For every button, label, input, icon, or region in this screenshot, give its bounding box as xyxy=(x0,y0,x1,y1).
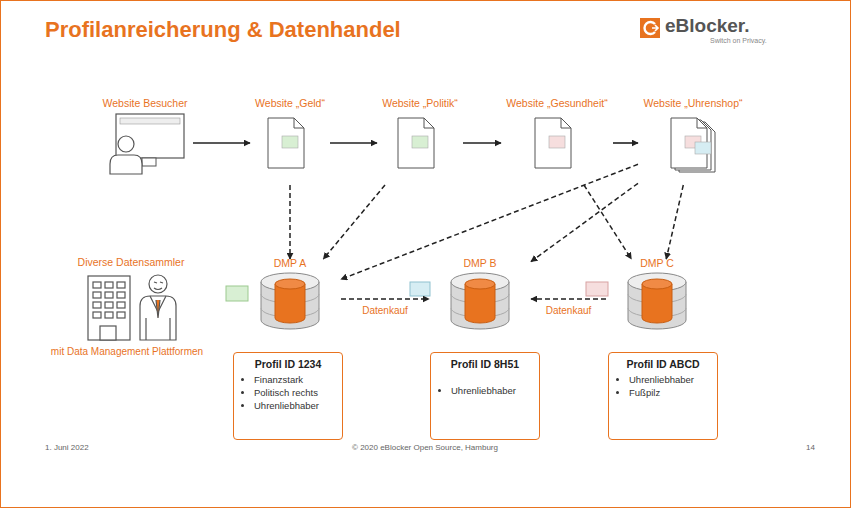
page-number: 14 xyxy=(806,443,815,452)
node-label: DMP B xyxy=(430,256,530,270)
database-icon xyxy=(622,270,692,334)
data-flow-arrow xyxy=(666,185,683,259)
node-label: Website „Gesundheit“ xyxy=(502,96,612,110)
edge-label: Datenkauf xyxy=(360,305,410,316)
data-flow-arrow xyxy=(341,164,638,279)
profile-attribute: Uhrenliebhaber xyxy=(254,399,336,412)
website-icon xyxy=(390,110,450,176)
profile-attribute: Finanzstark xyxy=(254,373,336,386)
group-label: Diverse Datensammler xyxy=(78,256,185,268)
collector-person xyxy=(140,275,176,340)
navigation-arrow xyxy=(613,142,638,144)
dmp-database: DMP C xyxy=(607,256,707,334)
profile-box: Profil ID ABCD UhrenliebhaberFußpilz xyxy=(608,352,718,440)
footer-copyright: © 2020 eBlocker Open Source, Hamburg xyxy=(352,443,498,452)
profile-attribute: Uhrenliebhaber xyxy=(451,384,533,397)
profile-list: Uhrenliebhaber xyxy=(437,384,533,397)
node-label: Website „Uhrenshop“ xyxy=(639,96,747,110)
website-icon xyxy=(260,110,320,176)
data-flow-arrow xyxy=(323,185,385,259)
visitor-icon xyxy=(104,110,186,176)
website-icon xyxy=(527,110,587,176)
website-node: Website „Politik“ xyxy=(378,96,462,178)
database-icon xyxy=(255,270,325,334)
website-icon xyxy=(663,110,723,176)
profile-box: Profil ID 8H51Uhrenliebhaber xyxy=(430,352,540,440)
data-flow-arrow xyxy=(289,185,291,259)
data-flow-arrow xyxy=(584,185,631,259)
building-illustration xyxy=(88,275,176,340)
profile-box: Profil ID 1234FinanzstarkPolitisch recht… xyxy=(233,352,343,440)
edge-label: Datenkauf xyxy=(544,305,594,316)
database-icon xyxy=(445,270,515,334)
navigation-arrow xyxy=(463,142,501,144)
logo-slogan: Switch on Privacy. xyxy=(710,37,767,44)
node-label: Website Besucher xyxy=(98,96,192,110)
slide-title: Profilanreicherung & Datenhandel xyxy=(45,17,401,43)
navigation-arrow xyxy=(193,142,250,144)
profile-attribute: Uhrenliebhaber xyxy=(629,373,711,386)
profile-heading: Profil ID 1234 xyxy=(240,358,336,370)
node-label: Website „Geld“ xyxy=(251,96,329,110)
profile-heading: Profil ID ABCD xyxy=(615,358,711,370)
node-label: Website „Politik“ xyxy=(378,96,462,110)
website-node: Website „Uhrenshop“ xyxy=(639,96,747,178)
visitor-node: Website Besucher xyxy=(98,96,192,178)
logo-text: eBlocker. xyxy=(665,15,750,37)
group-label: mit Data Management Plattformen xyxy=(51,346,203,357)
footer-date: 1. Juni 2022 xyxy=(45,443,89,452)
node-label: DMP A xyxy=(240,256,340,270)
profile-attribute: Politisch rechts xyxy=(254,386,336,399)
data-flow-arrow xyxy=(341,298,429,300)
dmp-database: DMP A xyxy=(240,256,340,334)
dmp-database: DMP B xyxy=(430,256,530,334)
website-node: Website „Geld“ xyxy=(251,96,329,178)
profile-list: UhrenliebhaberFußpilz xyxy=(615,373,711,399)
data-flow-arrow xyxy=(531,183,638,261)
profile-attribute: Fußpilz xyxy=(629,386,711,399)
data-flow-arrow xyxy=(531,298,606,300)
logo-icon xyxy=(640,18,660,38)
node-label: DMP C xyxy=(607,256,707,270)
profile-list: FinanzstarkPolitisch rechtsUhrenliebhabe… xyxy=(240,373,336,412)
website-node: Website „Gesundheit“ xyxy=(502,96,612,178)
navigation-arrow xyxy=(330,142,377,144)
profile-heading: Profil ID 8H51 xyxy=(437,358,533,370)
